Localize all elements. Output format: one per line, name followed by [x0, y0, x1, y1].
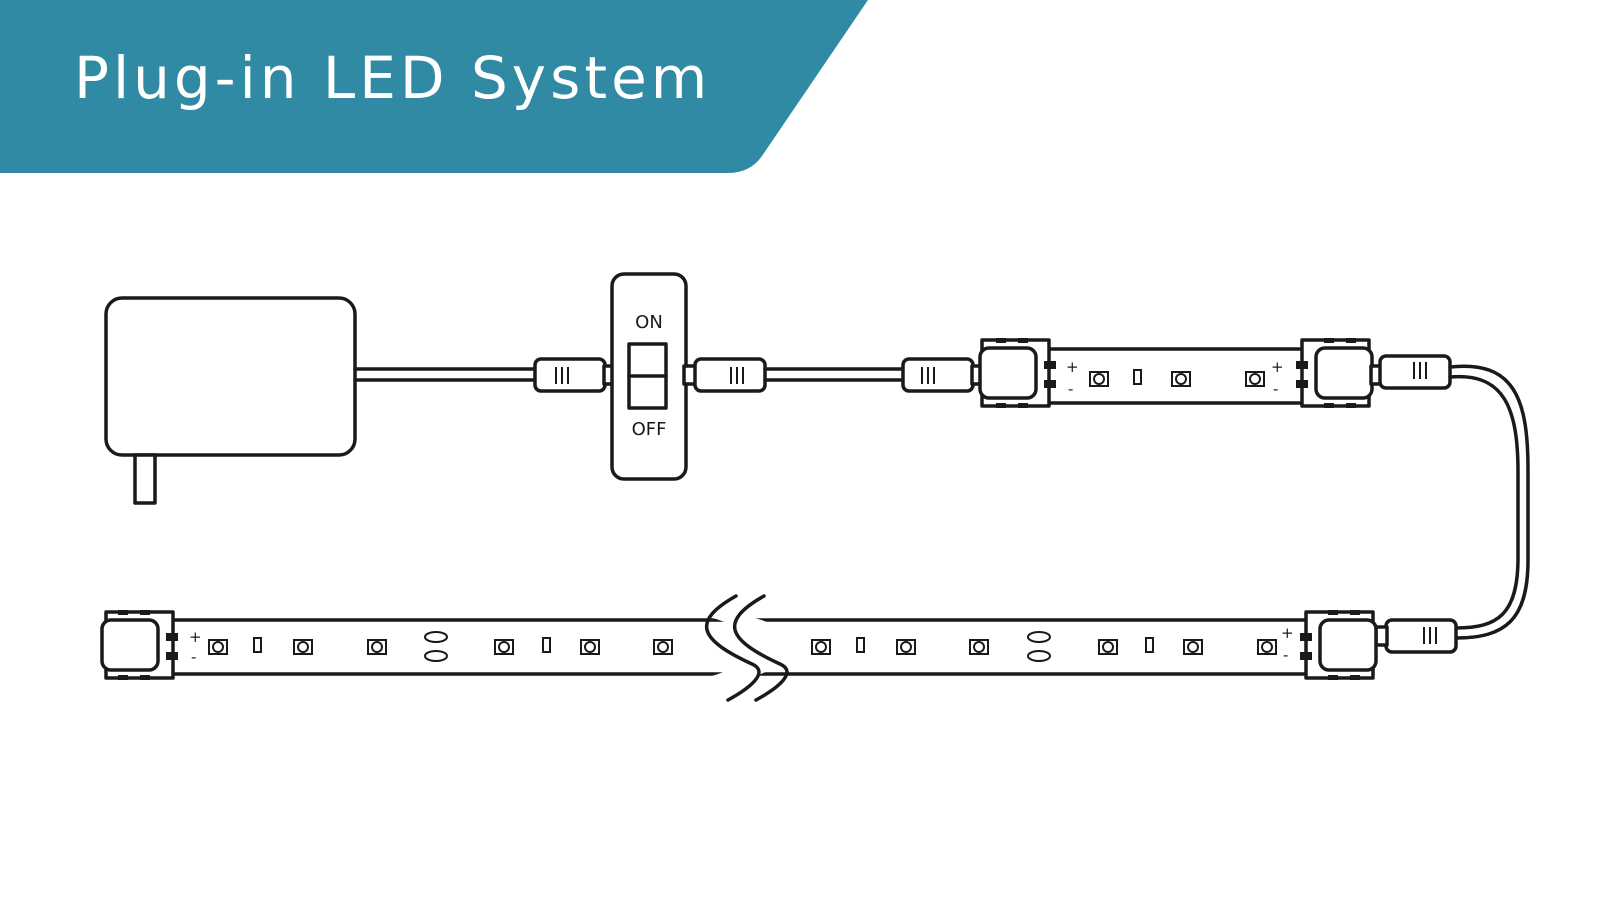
- adapter-cable: [353, 367, 539, 382]
- polarity-minus: -: [191, 648, 196, 666]
- switch-off-label: OFF: [632, 419, 667, 440]
- strip-connector-icon: [1300, 610, 1378, 680]
- polarity-plus: +: [1281, 624, 1294, 642]
- polarity-minus: -: [1283, 646, 1288, 664]
- polarity-minus: -: [1273, 380, 1278, 398]
- switch-cable: [763, 367, 907, 382]
- header-banner: Plug-in LED System: [0, 0, 880, 176]
- cable-plug-icon: [1374, 618, 1458, 654]
- page-title: Plug-in LED System: [74, 44, 712, 112]
- led-strip-icon: + - + -: [1043, 347, 1307, 405]
- led-strip-icon: + - + -: [168, 594, 1312, 702]
- banner-shape: [0, 0, 868, 173]
- switch-on-label: ON: [635, 312, 663, 333]
- polarity-minus: -: [1068, 380, 1073, 398]
- polarity-plus: +: [189, 628, 202, 646]
- strip-connector-icon: [978, 338, 1056, 408]
- cable-plug-icon: [682, 357, 767, 393]
- strip-connector-icon: [1296, 338, 1383, 408]
- inline-switch-icon: ON OFF: [610, 272, 688, 481]
- strip-connector-icon: [100, 610, 178, 680]
- cable-plug-icon: [901, 357, 984, 393]
- polarity-plus: +: [1066, 358, 1079, 376]
- power-adapter-icon: [104, 296, 357, 505]
- cable-plug-icon: [533, 357, 616, 393]
- extension-cable-icon: [1448, 364, 1530, 640]
- cable-plug-icon: [1378, 354, 1452, 390]
- polarity-plus: +: [1271, 358, 1284, 376]
